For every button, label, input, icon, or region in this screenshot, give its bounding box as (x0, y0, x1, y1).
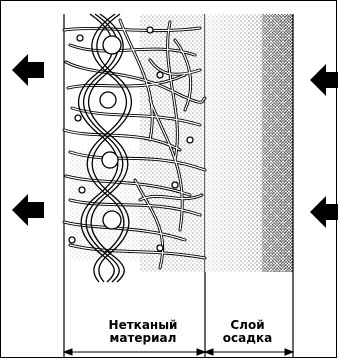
dimension-lines (64, 349, 293, 355)
left-arrow-icon (310, 64, 338, 96)
cake-label-line2: осадка (205, 332, 290, 345)
sediment-layer-label: Слой осадка (205, 319, 290, 345)
left-arrow-icon (12, 54, 44, 86)
left-arrow-icon (12, 194, 44, 226)
nonwoven-label-line2: материал (78, 332, 208, 345)
left-arrow-icon (310, 196, 338, 228)
sediment-cake-layer (205, 14, 293, 272)
nonwoven-material-label: Нетканый материал (78, 319, 208, 345)
